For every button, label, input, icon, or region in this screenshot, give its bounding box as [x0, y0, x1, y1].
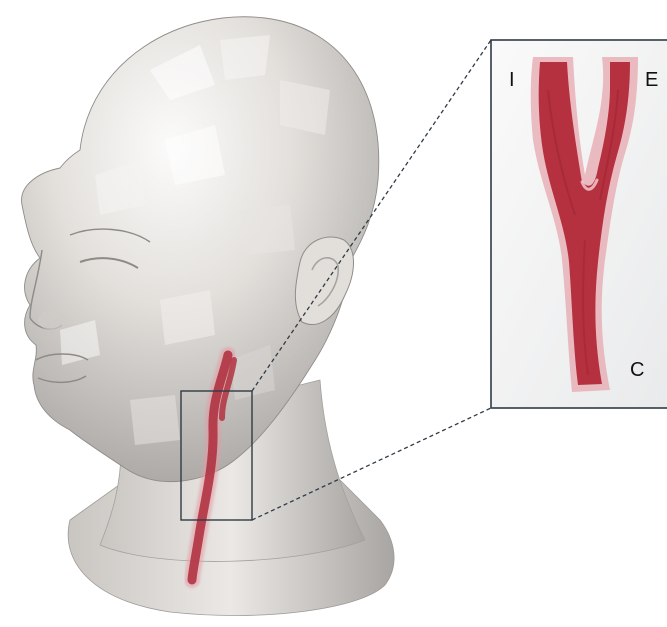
label-internal-carotid: I [509, 70, 515, 90]
label-external-carotid: E [645, 70, 658, 90]
label-common-carotid: C [630, 360, 644, 380]
inset-panel [491, 40, 667, 408]
